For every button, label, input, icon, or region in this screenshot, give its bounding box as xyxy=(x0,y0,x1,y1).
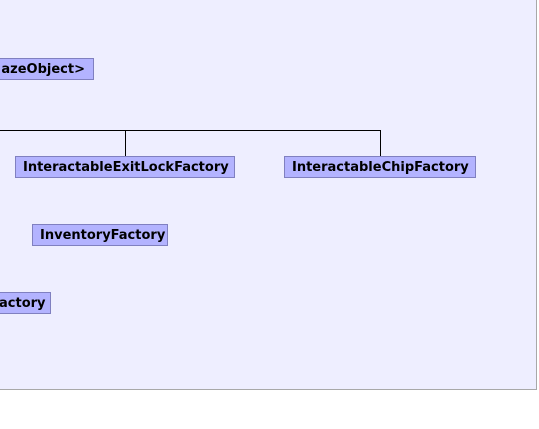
hierarchy-connector-horizontal xyxy=(0,130,381,131)
hierarchy-connector-to-chip-factory xyxy=(380,130,381,157)
node-inventory-factory[interactable]: InventoryFactory xyxy=(32,224,168,246)
node-interactable-exit-lock-factory[interactable]: InteractableExitLockFactory xyxy=(15,156,235,178)
node-interactable-chip-factory[interactable]: InteractableChipFactory xyxy=(284,156,476,178)
node-factory-partial[interactable]: actory xyxy=(0,292,51,314)
hierarchy-connector-to-exit-lock-factory xyxy=(125,130,126,157)
node-parent-object-partial[interactable]: azeObject> xyxy=(0,58,94,80)
